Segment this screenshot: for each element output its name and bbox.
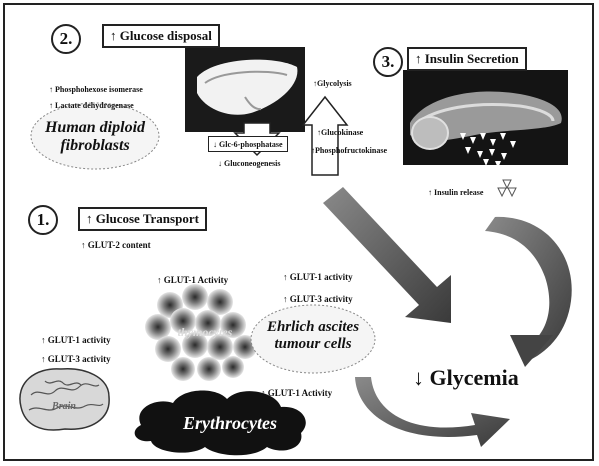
erythrocytes-glut1: ↑ GLUT-1 Activity <box>261 388 332 398</box>
brain-image <box>20 369 109 430</box>
thymocytes-label: thymocytes <box>160 325 250 340</box>
fibroblasts-label-line1: Human diploid <box>39 119 151 137</box>
enzyme-phi: ↑ Phosphohexose isomerase <box>49 85 143 94</box>
section1-number: 1. <box>28 205 58 235</box>
ehrlich-label: Ehrlich ascites tumour cells <box>251 319 375 353</box>
ehrlich-glut1: ↑ GLUT-1 activity <box>283 272 353 282</box>
section2-title: ↑ Glucose disposal <box>102 24 220 48</box>
ehrlich-glut3: ↑ GLUT-3 activity <box>283 294 353 304</box>
section2-number: 2. <box>51 24 81 54</box>
ehrlich-label-line1: Ehrlich ascites <box>251 319 375 336</box>
glycolysis-label: ↑Glycolysis <box>313 79 352 88</box>
glucokinase-label: ↑Glucokinase <box>317 128 363 137</box>
brain-label: Brain <box>39 401 89 412</box>
diagram-frame: 2. ↑ Glucose disposal ↑ Phosphohexose is… <box>3 3 594 461</box>
pfk-label: ↑Phosphofructokinase <box>311 146 387 155</box>
arrow-section3-arrowhead <box>510 335 553 367</box>
erythrocytes-label: Erythrocytes <box>155 413 305 434</box>
section3-number: 3. <box>373 47 403 77</box>
insulin-release-label: ↑ Insulin release <box>428 188 483 197</box>
brain-glut1: ↑ GLUT-1 activity <box>41 335 111 345</box>
glycemia-label: ↓ Glycemia <box>413 365 519 391</box>
thymocytes-glut1: ↑ GLUT-1 Activity <box>157 275 228 285</box>
gluconeogenesis-label: ↓ Gluconeogenesis <box>218 159 280 168</box>
insulin-triangles <box>498 180 516 196</box>
brain-glut3: ↑ GLUT-3 activity <box>41 354 111 364</box>
glut2-label: ↑ GLUT-2 content <box>81 240 151 250</box>
section3-title: ↑ Insulin Secretion <box>407 47 527 71</box>
glc6p-label: ↓ Glc-6-phosphatase <box>208 136 288 152</box>
pancreas-image <box>403 70 568 168</box>
section1-title: ↑ Glucose Transport <box>78 207 207 231</box>
enzyme-ldh: ↑ Lactate dehydrogenase <box>49 101 134 110</box>
liver-image <box>185 47 305 132</box>
ehrlich-label-line2: tumour cells <box>251 336 375 353</box>
fibroblasts-label-line2: fibroblasts <box>39 137 151 155</box>
fibroblasts-label: Human diploid fibroblasts <box>39 119 151 155</box>
